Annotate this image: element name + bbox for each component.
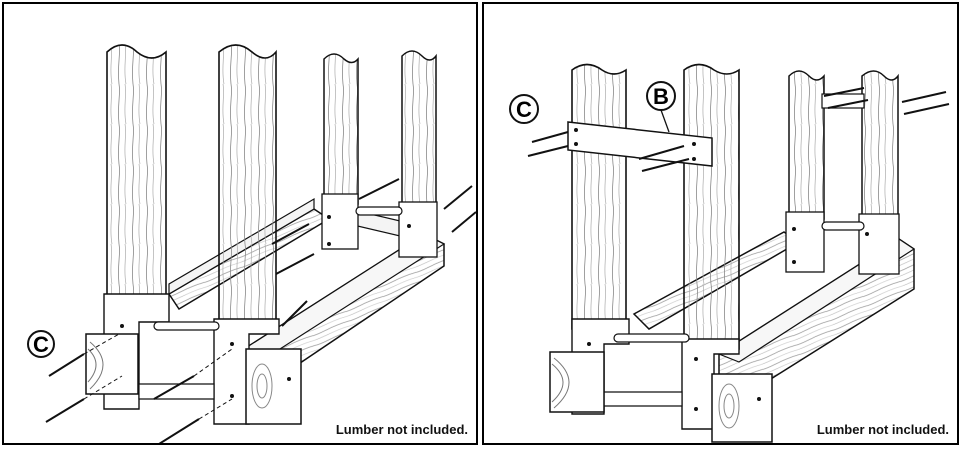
back-post-right	[858, 70, 900, 275]
front-post-right	[218, 44, 277, 330]
left-lumber-end	[85, 333, 139, 395]
callout-b-label: B	[653, 84, 669, 109]
lumber-note: Lumber not included.	[816, 422, 949, 437]
front-post-right	[683, 63, 740, 350]
right-assembly-panel: B C Lumber not included.	[482, 2, 959, 445]
bracket-b	[567, 121, 713, 167]
lumber-note: Lumber not included.	[335, 422, 468, 437]
rear-cross-tube	[821, 221, 865, 231]
left-lumber-end	[549, 351, 605, 413]
right-assembly-drawing: B C	[509, 63, 950, 443]
callout-c-label: C	[33, 332, 49, 357]
front-cross-tube	[153, 321, 220, 331]
left-assembly-drawing: C	[27, 44, 476, 443]
callout-c: C	[27, 330, 55, 358]
callout-c-label: C	[516, 97, 532, 122]
front-post-left	[106, 44, 167, 305]
back-post-right	[398, 50, 438, 258]
back-post-left	[321, 53, 359, 250]
right-lumber-end	[245, 348, 302, 425]
front-post-left	[571, 63, 627, 330]
callout-c: C	[509, 94, 539, 124]
screw-icon	[45, 178, 476, 443]
callout-b: B	[646, 81, 676, 133]
screw-icon	[527, 87, 950, 172]
back-post-left	[785, 70, 825, 273]
right-lumber-end	[711, 373, 773, 443]
rear-cross-tube	[355, 206, 403, 216]
front-cross-tube	[613, 333, 690, 343]
left-assembly-panel: C Lumber not included.	[2, 2, 478, 445]
